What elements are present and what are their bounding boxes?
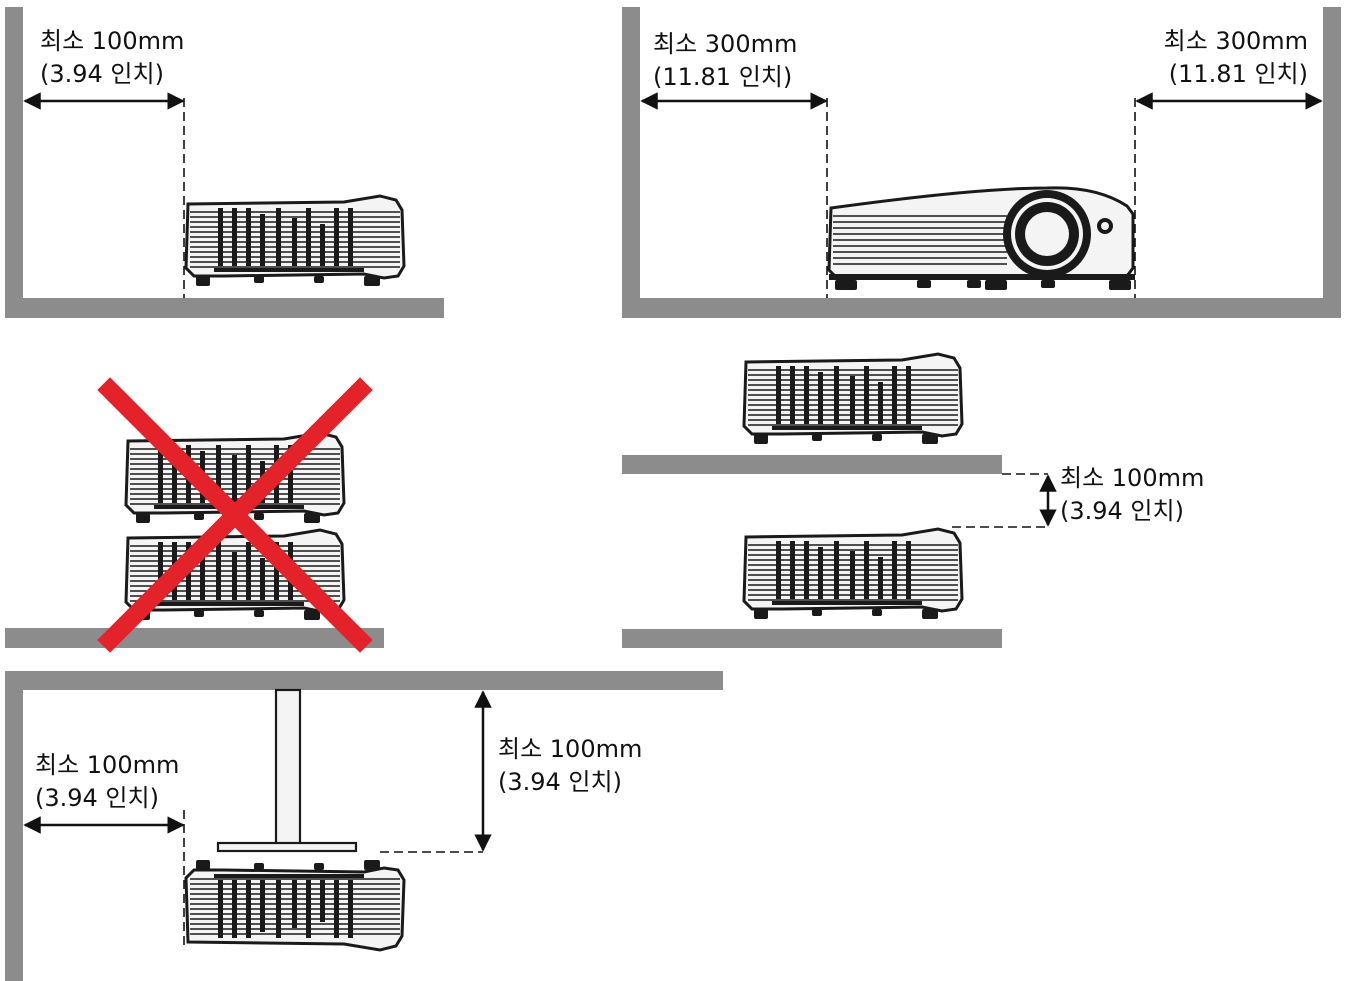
panel-stacking-prohibited <box>5 377 384 653</box>
front-clearance-left-line1: 최소 300mm <box>653 30 798 58</box>
wall-left <box>5 7 23 318</box>
ceiling <box>5 671 723 690</box>
wall-left <box>5 671 23 981</box>
projector-side-view-inverted <box>184 858 406 952</box>
projector-front-view <box>827 186 1137 292</box>
side-clearance-line1: 최소 100mm <box>40 27 185 55</box>
shelf <box>622 455 1002 474</box>
panel-front-clearance <box>622 7 1341 318</box>
side-clearance-line2: (3.94 인치) <box>40 60 164 88</box>
ceiling-mount-pole <box>216 688 358 853</box>
ceiling-wall-line1: 최소 100mm <box>35 751 180 779</box>
wall-left <box>622 7 640 318</box>
stacking-gap-label: 최소 100mm (3.94 인치) <box>1060 462 1204 528</box>
panel-stacking-gap <box>622 352 1057 648</box>
red-x-icon <box>97 377 373 653</box>
projector-side-view-lower <box>742 527 964 621</box>
stacking-gap-line1: 최소 100mm <box>1060 464 1205 492</box>
floor <box>622 298 1341 318</box>
ceiling-top-label: 최소 100mm (3.94 인치) <box>498 733 642 799</box>
front-clearance-right-line1: 최소 300mm <box>1163 27 1308 55</box>
front-clearance-left-line2: (11.81 인치) <box>653 63 793 91</box>
panel-ceiling-mount <box>5 671 723 981</box>
floor <box>5 298 444 318</box>
projector-side-view-upper <box>742 352 964 446</box>
side-clearance-label: 최소 100mm (3.94 인치) <box>40 25 184 91</box>
panel-side-clearance <box>5 7 444 318</box>
wall-right <box>1323 7 1341 318</box>
ceiling-wall-line2: (3.94 인치) <box>35 784 159 812</box>
floor <box>622 629 1002 648</box>
projector-side-view-bottom <box>124 528 346 622</box>
stacking-gap-line2: (3.94 인치) <box>1060 497 1184 525</box>
ceiling-wall-label: 최소 100mm (3.94 인치) <box>35 749 179 815</box>
front-clearance-left-label: 최소 300mm (11.81 인치) <box>653 28 797 94</box>
floor <box>5 628 384 648</box>
front-clearance-right-label: 최소 300mm (11.81 인치) <box>1164 25 1308 91</box>
ceiling-top-line1: 최소 100mm <box>498 735 643 763</box>
front-clearance-right-line2: (11.81 인치) <box>1168 60 1308 88</box>
projector-side-view <box>184 194 406 288</box>
ceiling-top-line2: (3.94 인치) <box>498 768 622 796</box>
